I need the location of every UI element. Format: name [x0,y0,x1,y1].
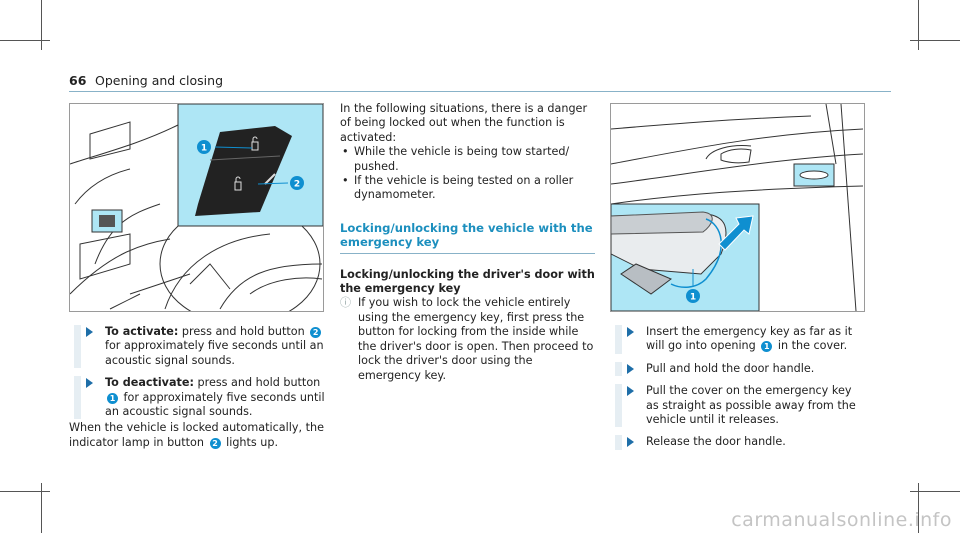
figure-emergency-key: 1 [610,103,865,312]
figure-lock-buttons: 1 2 [69,103,324,312]
callout-1: 1 [690,293,696,303]
step-pull-handle: Pull and hold the door handle. [615,361,867,377]
left-column: To activate: press and hold button 2 for… [69,325,326,450]
step-insert-key: Insert the emergency key as far as it wi… [615,325,867,354]
steering-wheel-illustration: 1 2 [70,104,323,311]
intro-paragraph: In the following situations, there is a … [340,102,588,144]
crop-mark [910,40,960,41]
callout-badge: 2 [310,327,322,338]
note: ⓘ If you wish to lock the vehicle entire… [340,296,594,382]
crop-mark [918,0,919,50]
step-arrow-icon [86,378,93,389]
step-pull-cover: Pull the cover on the emergency key as s… [615,384,867,428]
indicator-paragraph: When the vehicle is locked automatically… [69,421,324,449]
step-arrow-icon [627,386,634,397]
callout-badge: 2 [209,437,221,449]
page-title: Opening and closing [95,73,224,88]
crop-mark [0,491,50,492]
middle-column: In the following situations, there is a … [340,102,595,383]
step-arrow-icon [86,327,93,337]
step-arrow-icon [627,437,634,448]
crop-mark [918,483,919,533]
step-release-handle: Release the door handle. [615,435,867,450]
header-rule [69,91,891,92]
crop-mark [910,491,960,492]
danger-list: While the vehicle is being tow started/ … [340,145,595,203]
list-item: If the vehicle is being tested on a roll… [340,174,595,203]
callout-badge: 1 [107,392,118,404]
info-icon: ⓘ [340,296,351,310]
page-number: 66 [69,73,87,88]
step-activate: To activate: press and hold button 2 for… [74,325,326,369]
callout-1: 1 [201,144,207,154]
crop-mark [41,483,42,533]
section-heading: Locking/unlocking the vehicle with the e… [340,220,593,250]
watermark: carmanualsonline.info [731,509,952,531]
step-deactivate: To deactivate: press and hold button 1 f… [74,376,326,420]
section-rule [340,252,595,254]
crop-mark [41,0,42,50]
right-column: Insert the emergency key as far as it wi… [615,325,867,450]
crop-mark [0,40,50,41]
sub-heading: Locking/unlocking the driver's door with… [340,267,595,296]
step-arrow-icon [627,327,634,337]
callout-badge: 1 [761,341,773,353]
step-arrow-icon [627,363,634,374]
door-handle-illustration: 1 [611,104,864,311]
list-item: While the vehicle is being tow started/ … [340,145,595,174]
callout-2: 2 [294,180,300,190]
